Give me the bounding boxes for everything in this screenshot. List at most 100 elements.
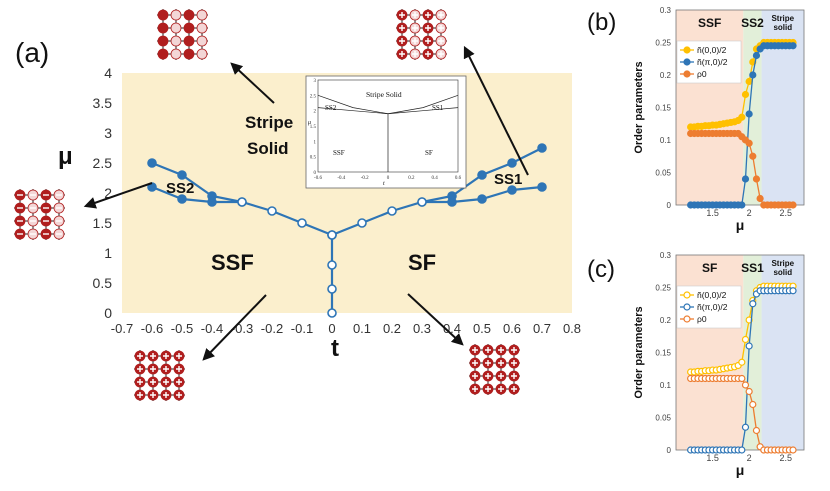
- plus-mark: [412, 51, 418, 57]
- lattice-site: [183, 22, 195, 34]
- y-tick-label: 0.2: [660, 316, 672, 325]
- boundary-point: [537, 143, 547, 153]
- x-tick-label: 2: [747, 453, 752, 463]
- plus-mark: [498, 360, 504, 366]
- data-point: [789, 42, 797, 50]
- lattice-site: [170, 35, 182, 47]
- plus-mark: [425, 12, 431, 18]
- data-point: [789, 446, 797, 454]
- arrow-to-ss2-lattice: [83, 182, 153, 209]
- data-point: [738, 358, 746, 366]
- data-point: [749, 152, 757, 160]
- y-tick-label: 0.2: [660, 71, 672, 80]
- y-axis-label: Order parameters: [633, 306, 645, 398]
- inset-y-tick: 2: [314, 110, 317, 115]
- y-axis-label: Order parameters: [633, 61, 645, 153]
- inset-lines: [317, 95, 459, 172]
- lattice-site: [170, 9, 182, 21]
- x-tick-label: -0.7: [111, 321, 133, 336]
- y-tick-label: 2: [104, 185, 112, 201]
- plus-mark: [399, 38, 405, 44]
- region-label-ss1: SS1: [494, 171, 522, 188]
- inset-y-tick: 1: [314, 140, 317, 145]
- plus-mark: [472, 360, 478, 366]
- boundary-point: [177, 170, 187, 180]
- y-tick-label: 0.1: [660, 381, 672, 390]
- data-point: [738, 113, 746, 121]
- plus-mark: [137, 379, 143, 385]
- inset-x-tick: -0.2: [361, 176, 369, 181]
- legend-marker: [683, 46, 691, 54]
- plus-mark: [399, 12, 405, 18]
- plus-mark: [438, 51, 444, 57]
- x-tick-label: 0.7: [533, 321, 551, 336]
- plus-mark: [498, 347, 504, 353]
- boundary-point: [327, 230, 337, 240]
- plus-mark: [511, 347, 517, 353]
- data-point: [741, 175, 750, 183]
- data-point: [745, 110, 753, 118]
- phase-boundary-points: [147, 143, 547, 318]
- plus-mark: [485, 386, 491, 392]
- inset-x-tick: -0.6: [314, 176, 322, 181]
- inset-sf-label: SF: [425, 149, 433, 157]
- boundary-point: [417, 197, 427, 207]
- legend-marker: [683, 291, 691, 299]
- data-point: [752, 426, 761, 435]
- data-point: [749, 300, 757, 308]
- arrow-to-stripe-top: [230, 62, 275, 104]
- y-tick-label: 0.15: [655, 104, 671, 113]
- inset-y-tick: 0.5: [310, 156, 317, 161]
- data-point: [745, 387, 753, 396]
- inset-x-tick: 0.4: [432, 176, 439, 181]
- arrow-to-sf-lattice: [407, 293, 464, 346]
- panel-label-a: (a): [15, 37, 49, 68]
- y-tick-label: 4: [104, 65, 112, 81]
- plus-mark: [438, 12, 444, 18]
- x-tick-label: 0.4: [443, 321, 461, 336]
- region-label-ss2: SS2: [166, 180, 194, 197]
- plus-mark: [150, 392, 156, 398]
- lattice-site: [170, 22, 182, 34]
- y-axis-ticks: 00.511.522.533.54: [93, 65, 113, 321]
- plus-mark: [399, 51, 405, 57]
- boundary-point: [327, 308, 337, 318]
- arrow-to-ssf-lattice: [202, 294, 267, 361]
- x-axis-label: μ: [736, 462, 745, 478]
- boundary-point: [387, 206, 397, 216]
- lattice-site: [170, 48, 182, 60]
- lattice-ss2: [14, 189, 65, 240]
- plus-mark: [176, 392, 182, 398]
- plus-mark: [472, 386, 478, 392]
- plus-mark: [425, 51, 431, 57]
- y-tick-label: 0: [667, 446, 672, 455]
- boundary-point: [147, 158, 157, 168]
- boundary-point: [177, 194, 187, 204]
- x-tick-label: 2: [747, 208, 752, 218]
- lattice-site: [183, 9, 195, 21]
- data-point: [749, 71, 757, 79]
- boundary-point: [357, 218, 367, 228]
- x-tick-label: -0.1: [291, 321, 313, 336]
- inset-ss1-label: SS1: [432, 104, 444, 112]
- legend-label: ñ(π,0)/2: [697, 302, 728, 312]
- data-point: [789, 201, 797, 209]
- plus-mark: [150, 353, 156, 359]
- plus-mark: [472, 373, 478, 379]
- panel-label-c: (c): [587, 256, 615, 283]
- inset-x-tick: 0.6: [455, 176, 462, 181]
- data-point: [749, 400, 757, 409]
- data-point: [789, 287, 797, 295]
- boundary-point: [207, 191, 217, 201]
- boundary-point: [447, 191, 457, 201]
- boundary-line: [151, 161, 243, 204]
- plus-mark: [150, 366, 156, 372]
- boundary-point: [237, 197, 247, 207]
- region-label-ssf: SSF: [211, 250, 254, 275]
- region-label: Stripe: [771, 14, 794, 23]
- region-label-stripe-solid: Stripe Solid: [245, 113, 298, 158]
